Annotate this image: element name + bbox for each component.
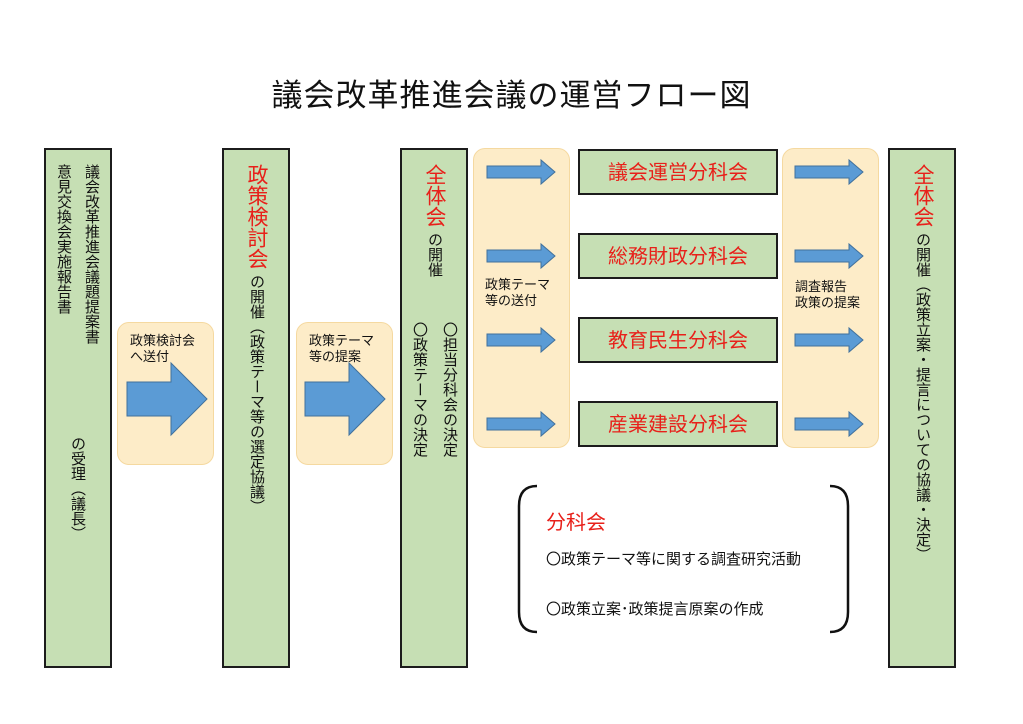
- theme-send-bubble: [473, 148, 570, 448]
- subcommittee-note-item: 〇政策立案･政策提言原案の作成: [546, 600, 764, 618]
- small-arrow-icon: [794, 158, 864, 186]
- final-plenary-body: の開催（政策立案・提言についての協議・決定）: [914, 232, 932, 562]
- left-bracket: [517, 484, 538, 634]
- plenary-column: 全体会 の開催 〇担当分科会の決定 〇政策テーマの決定: [400, 148, 468, 668]
- decide-theme-item: 〇政策テーマの決定: [411, 322, 429, 457]
- small-arrow-icon: [486, 410, 556, 438]
- subcommittee-note-item: 〇政策テーマ等に関する調査研究活動: [546, 550, 802, 568]
- small-arrow-icon: [486, 158, 556, 186]
- policy-committee-column: 政策検討会 の開催（政策テーマ等の選定協議）: [222, 148, 290, 668]
- small-arrow-icon: [486, 242, 556, 270]
- theme-send-label-1: 政策テーマ: [485, 278, 551, 293]
- proposal-text: 議会改革推進会議題提案書: [83, 164, 101, 344]
- small-arrow-icon: [486, 326, 556, 354]
- subcommittee-general-finance: 総務財政分科会: [578, 233, 778, 279]
- page-title: 議会改革推進会議の運営フロー図: [271, 78, 752, 114]
- theme-proposal-label-1: 政策テーマ: [309, 334, 375, 349]
- report-text: 意見交換会実施報告書: [55, 164, 73, 314]
- final-plenary-heading: 全体会: [911, 164, 935, 227]
- plenary-heading: 全体会: [423, 164, 447, 227]
- report-label-1: 調査報告: [795, 280, 848, 295]
- right-bracket: [829, 484, 850, 634]
- big-arrow-icon: [304, 361, 386, 437]
- big-arrow-icon: [126, 361, 208, 437]
- reception-text: の受理（議長）: [69, 436, 87, 541]
- report-bubble: [782, 148, 879, 448]
- theme-send-label-2: 等の送付: [485, 294, 538, 309]
- subcommittee-council-operations: 議会運営分科会: [578, 149, 778, 195]
- send-to-committee-label-1: 政策検討会: [130, 334, 196, 349]
- policy-committee-heading: 政策検討会: [245, 164, 269, 269]
- assign-subcommittee-item: 〇担当分科会の決定: [441, 322, 459, 457]
- subcommittee-education-welfare: 教育民生分科会: [578, 317, 778, 363]
- plenary-body: の開催: [426, 232, 444, 277]
- policy-committee-body: の開催（政策テーマ等の選定協議）: [248, 274, 266, 514]
- small-arrow-icon: [794, 410, 864, 438]
- final-plenary-column: 全体会 の開催（政策立案・提言についての協議・決定）: [888, 148, 956, 668]
- subcommittee-note-heading: 分科会: [546, 510, 606, 534]
- report-label-2: 政策の提案: [795, 296, 861, 311]
- small-arrow-icon: [794, 242, 864, 270]
- send-to-committee-label-2: へ送付: [130, 350, 170, 365]
- theme-proposal-label-2: 等の提案: [309, 350, 362, 365]
- subcommittee-industry-construction: 産業建設分科会: [578, 401, 778, 447]
- small-arrow-icon: [794, 326, 864, 354]
- reception-column: 議会改革推進会議題提案書 意見交換会実施報告書 の受理（議長）: [44, 148, 112, 668]
